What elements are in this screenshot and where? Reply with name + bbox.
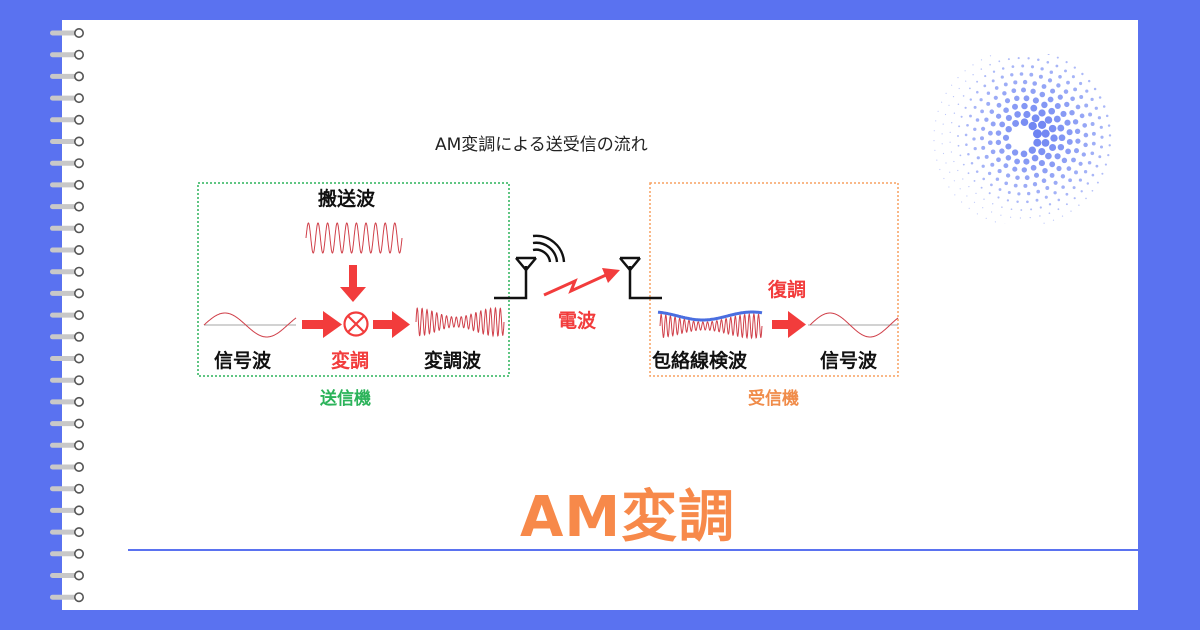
arrow-carrier-down [340, 265, 366, 302]
receiver-label: 受信機 [748, 389, 799, 409]
mixer-symbol [343, 311, 369, 337]
signal-wave-output-label: 信号波 [820, 350, 878, 372]
carrier-wave-label: 搬送波 [318, 188, 376, 210]
transmit-antenna-icon [494, 256, 537, 300]
dot-pattern-decoration [933, 54, 1112, 224]
binding-ring [50, 418, 85, 429]
binding-ring [50, 136, 85, 147]
binding-ring [50, 548, 85, 559]
binding-ring [50, 158, 85, 169]
title-underline [128, 549, 1140, 551]
modulated-wave [415, 306, 505, 338]
binding-ring [50, 93, 85, 104]
demodulation-label: 復調 [768, 279, 807, 301]
diagram-title: AM変調による送受信の流れ [435, 135, 648, 155]
binding-ring [50, 71, 85, 82]
arrow-demodulation [772, 311, 806, 338]
transmitter-label: 送信機 [320, 389, 371, 409]
binding-ring [50, 483, 85, 494]
binding-ring [50, 245, 85, 256]
envelope-detection-wave [657, 310, 763, 340]
binding-ring [50, 505, 85, 516]
binding-ring [50, 310, 85, 321]
receiver-box [649, 182, 899, 377]
binding-ring [50, 223, 85, 234]
binding-ring [50, 375, 85, 386]
spiral-binding [50, 27, 85, 603]
binding-ring [50, 288, 85, 299]
binding-ring [50, 440, 85, 451]
modulation-label: 変調 [331, 350, 370, 372]
page-title: AM変調 [520, 485, 736, 550]
binding-ring [50, 114, 85, 125]
signal-wave-input [203, 312, 297, 338]
signal-wave-output [808, 312, 899, 338]
arrow-signal-to-mixer [302, 311, 342, 338]
binding-ring [50, 570, 85, 581]
binding-ring [50, 396, 85, 407]
binding-ring [50, 49, 85, 60]
binding-ring [50, 353, 85, 364]
binding-ring [50, 331, 85, 342]
modulated-wave-label: 変調波 [424, 350, 482, 372]
binding-ring [50, 527, 85, 538]
notebook-card [62, 20, 1138, 610]
envelope-detection-label: 包絡線検波 [652, 350, 748, 372]
receive-antenna-icon [619, 256, 662, 300]
binding-ring [50, 27, 85, 38]
radio-wave-arrow [543, 268, 620, 297]
binding-ring [50, 461, 85, 472]
binding-ring [50, 266, 85, 277]
carrier-wave [305, 222, 403, 254]
radio-wave-label: 電波 [558, 310, 597, 332]
arrow-mixer-to-modulated [373, 311, 410, 338]
binding-ring [50, 592, 85, 603]
binding-ring [50, 179, 85, 190]
signal-wave-input-label: 信号波 [214, 350, 272, 372]
binding-ring [50, 201, 85, 212]
signal-waves-icon [532, 234, 566, 263]
